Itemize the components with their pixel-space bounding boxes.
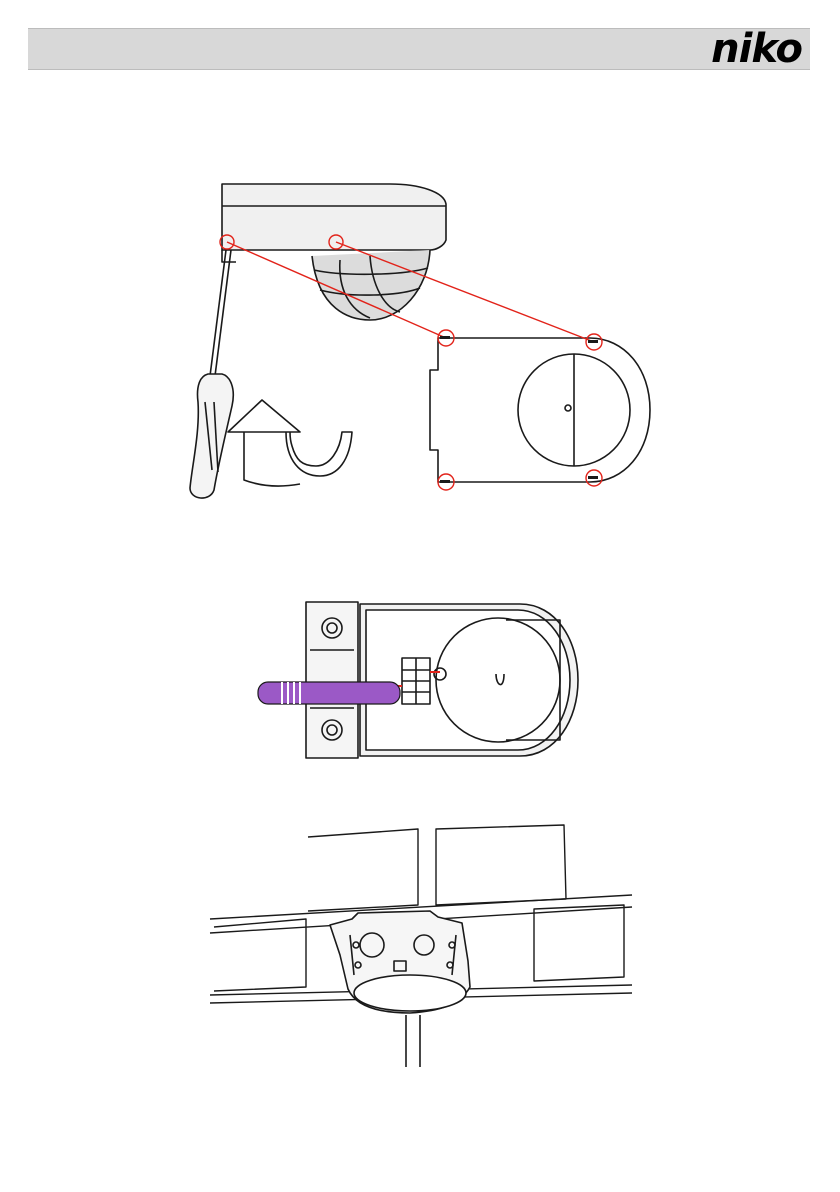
brick: [534, 905, 624, 981]
disassembly-drawing: [0, 170, 840, 520]
wiring-drawing: [0, 590, 840, 770]
niko-logo: niko: [711, 25, 802, 73]
wall-bracket-mounting-illustration: [0, 815, 840, 1075]
mounting-bracket: [330, 911, 470, 1067]
sensor-wiring-illustration: [0, 590, 840, 770]
bracket-drawing: [0, 815, 840, 1075]
purple-cable: [258, 682, 400, 704]
rotate-arrow: [228, 400, 352, 476]
brick: [308, 829, 418, 911]
brick: [436, 825, 566, 905]
screwdriver-handle: [190, 374, 233, 498]
header-bar: niko: [28, 28, 810, 70]
sensor-disassembly-illustration: [0, 170, 840, 520]
base-plate: [430, 338, 650, 482]
sensor-housing: [222, 184, 446, 250]
